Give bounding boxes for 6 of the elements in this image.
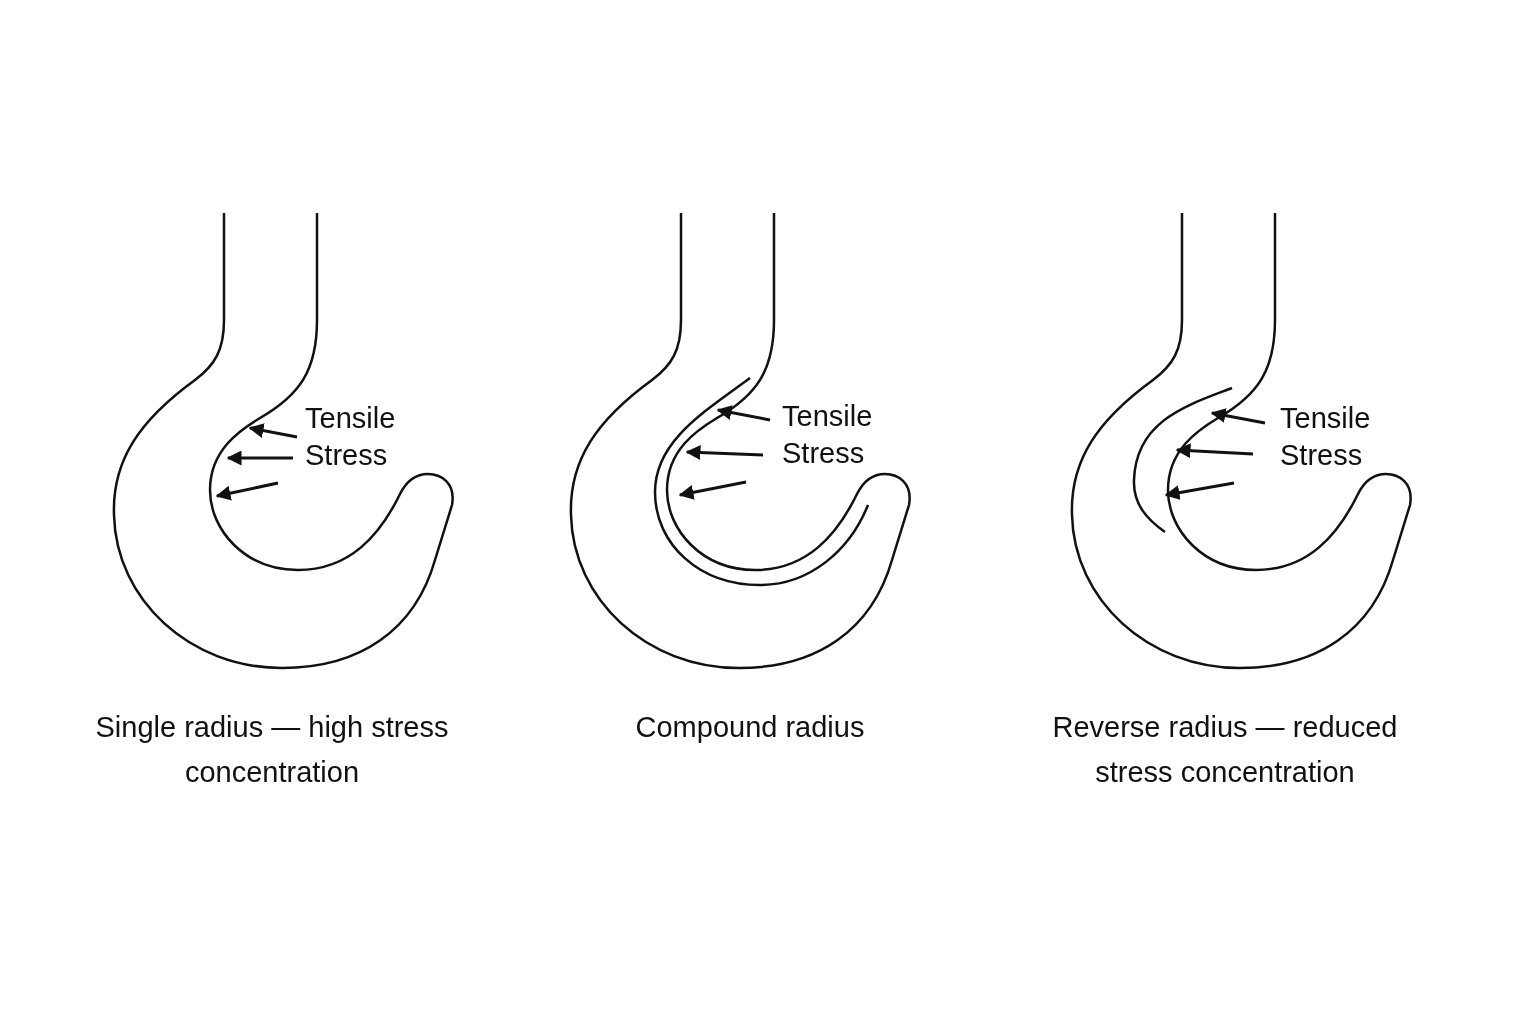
caption: Compound radius	[634, 710, 866, 745]
stress-label: Tensile Stress	[1280, 401, 1372, 473]
caption: Single radius — high stress concentration	[94, 710, 450, 790]
caption: Reverse radius — reduced stress concentration	[1051, 710, 1399, 790]
stress-label: Tensile Stress	[782, 399, 874, 471]
stress-label: Tensile Stress	[305, 401, 397, 473]
